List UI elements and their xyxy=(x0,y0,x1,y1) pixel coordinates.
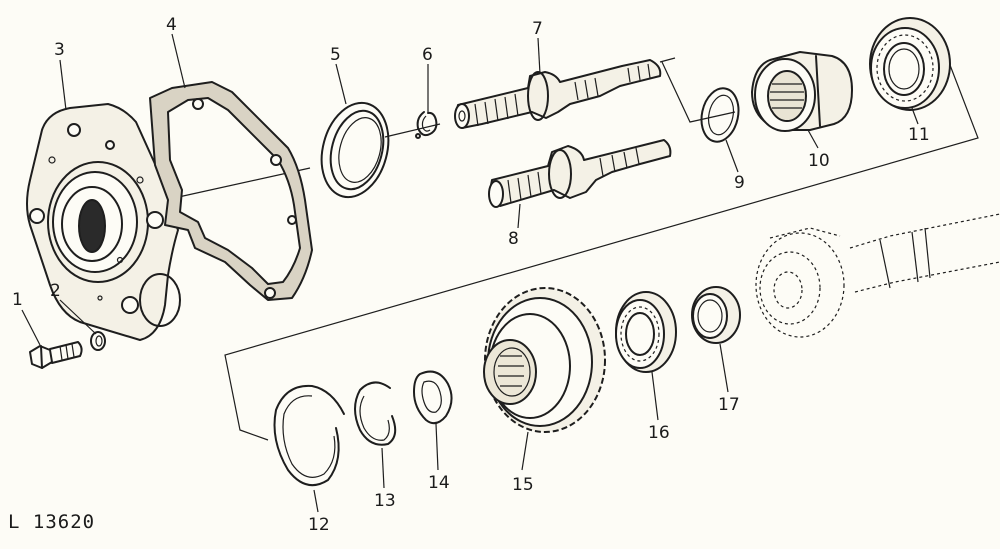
callout-5: 5 xyxy=(330,45,341,65)
shaft-part-7 xyxy=(454,59,662,129)
callout-13: 13 xyxy=(374,491,396,511)
cover-housing-part-3 xyxy=(26,103,181,341)
lock-washer-part-2 xyxy=(90,331,106,351)
callout-9: 9 xyxy=(734,173,745,193)
shaft-part-8 xyxy=(488,139,672,208)
retaining-ring-part-9 xyxy=(700,87,740,143)
callout-14: 14 xyxy=(428,473,450,493)
bolt-part-1 xyxy=(29,341,83,369)
snap-ring-part-13 xyxy=(354,381,397,446)
callout-3: 3 xyxy=(54,40,65,60)
sleeve-part-10 xyxy=(751,51,853,132)
callout-leader-lines xyxy=(21,33,919,513)
callout-1: 1 xyxy=(12,290,23,310)
roller-bearing-part-11 xyxy=(869,17,951,111)
bushing-part-17 xyxy=(691,286,741,344)
callout-labels: 1 2 3 4 5 6 7 8 9 10 11 12 13 14 15 16 1… xyxy=(12,15,930,535)
needle-bearing-part-16 xyxy=(615,291,677,373)
drawing-reference-number: L 13620 xyxy=(8,511,95,533)
callout-16: 16 xyxy=(648,423,670,443)
spring-clip-part-14 xyxy=(413,370,453,425)
callout-8: 8 xyxy=(508,229,519,249)
callout-4: 4 xyxy=(166,15,177,35)
gear-part-15 xyxy=(483,287,606,433)
output-shaft-assembly xyxy=(755,213,1000,338)
callout-10: 10 xyxy=(808,151,830,171)
callout-12: 12 xyxy=(308,515,330,535)
callout-15: 15 xyxy=(512,475,534,495)
callout-17: 17 xyxy=(718,395,740,415)
callout-2: 2 xyxy=(50,281,61,301)
gasket-part-4 xyxy=(149,81,313,301)
callout-6: 6 xyxy=(422,45,433,65)
callout-11: 11 xyxy=(908,125,930,145)
snap-ring-part-12 xyxy=(273,384,345,487)
snap-ring-part-6 xyxy=(415,111,438,139)
oil-seal-part-5 xyxy=(320,101,390,199)
callout-7: 7 xyxy=(532,19,543,39)
